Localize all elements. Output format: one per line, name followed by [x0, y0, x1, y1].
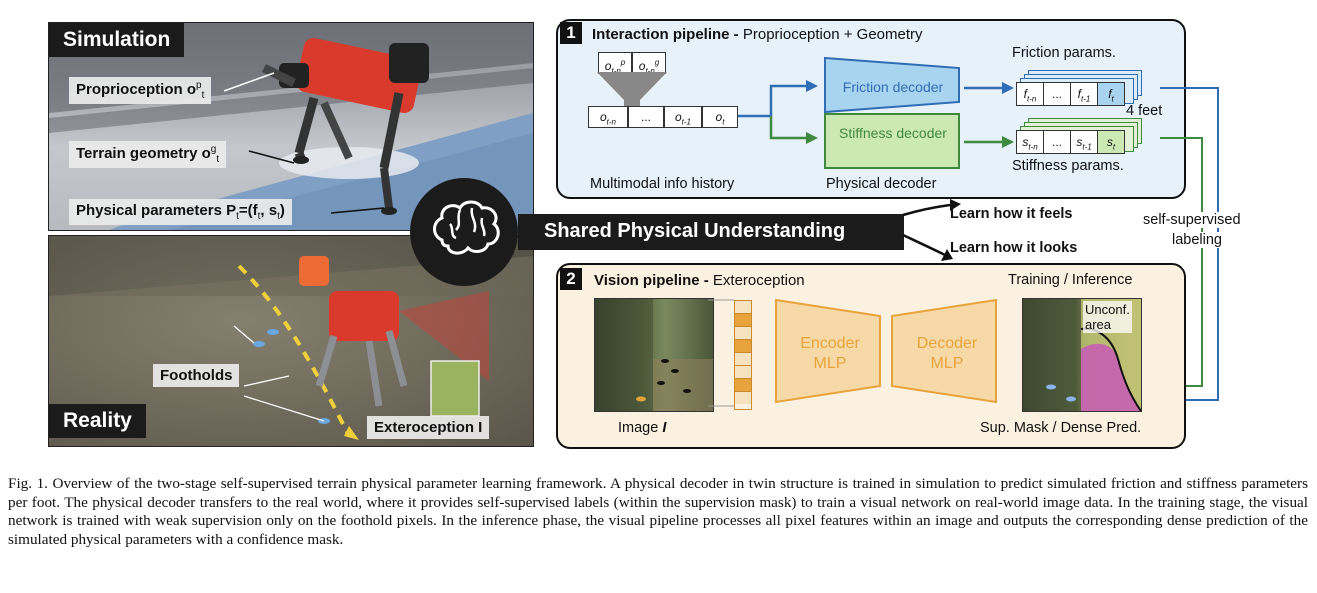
unconf-area-label: Unconf.area — [1083, 301, 1132, 333]
history-label: Multimodal info history — [590, 176, 735, 192]
input-image-footholds — [595, 299, 713, 411]
friction-cell-tn: ft-n — [1016, 82, 1044, 106]
proprioception-label: Proprioception opt — [69, 77, 212, 104]
reality-panel: Footholds Exteroception I Reality — [48, 235, 534, 447]
obs-proprioception-cell: ot-np — [598, 52, 632, 75]
simulation-title: Simulation — [49, 23, 185, 57]
history-cell-ellipsis: ... — [628, 106, 664, 128]
feature-column — [734, 300, 752, 410]
stiffness-decoder-label: Stiffness decoder — [839, 125, 947, 141]
output-prediction-image: Unconf.area — [1022, 298, 1142, 412]
stiffness-params-stack: st-n ... st-1 st — [1016, 118, 1156, 158]
learn-feels-label: Learn how it feels — [950, 206, 1073, 222]
vision-pipeline-title: Vision pipeline - Exteroception — [594, 272, 805, 289]
stiffness-params-label: Stiffness params. — [1012, 158, 1124, 174]
stiffness-cell-t1: st-1 — [1070, 130, 1098, 154]
image-label: Image I — [618, 420, 667, 436]
history-cell-t: ot — [702, 106, 738, 128]
vision-pipeline-number: 2 — [560, 268, 582, 290]
stiffness-cell-t: st — [1097, 130, 1125, 154]
self-supervised-label: self-supervised — [1143, 212, 1241, 228]
interaction-pipeline-title: Interaction pipeline - Proprioception + … — [592, 26, 923, 43]
learn-looks-label: Learn how it looks — [950, 240, 1078, 256]
input-image — [594, 298, 714, 412]
brain-circle — [410, 178, 518, 286]
friction-params-label: Friction params. — [1012, 45, 1116, 61]
friction-cell-t1: ft-1 — [1070, 82, 1098, 106]
friction-cell-t: ft — [1097, 82, 1125, 106]
friction-params-stack: ft-n ... ft-1 ft — [1016, 70, 1156, 110]
stiffness-cell-tn: st-n — [1016, 130, 1044, 154]
terrain-geometry-label: Terrain geometry ogt — [69, 141, 227, 168]
physical-parameters-label: Physical parameters Pt=(ft, st) — [69, 199, 292, 225]
sup-mask-label: Sup. Mask / Dense Pred. — [980, 420, 1142, 436]
friction-decoder-label: Friction decoder — [842, 79, 944, 95]
learn-arrows — [902, 199, 961, 261]
friction-cell-ellipsis: ... — [1043, 82, 1071, 106]
simulation-panel: Simulation Proprioception opt Terrain ge… — [48, 22, 534, 231]
figure-caption: Fig. 1. Overview of the two-stage self-s… — [8, 475, 1308, 548]
feature-projection-lines — [708, 299, 734, 407]
physical-decoder-label: Physical decoder — [826, 176, 937, 192]
training-inference-label: Training / Inference — [1008, 272, 1133, 288]
obs-geometry-cell: ot-ng — [632, 52, 666, 75]
exteroception-label: Exteroception I — [367, 416, 490, 439]
friction-decoder-shape — [824, 56, 960, 114]
four-feet-label: 4 feet — [1126, 103, 1163, 119]
footholds-label: Footholds — [153, 364, 240, 387]
encoder-shape — [775, 298, 881, 404]
interaction-pipeline-number: 1 — [560, 22, 582, 44]
labeling-label: labeling — [1172, 232, 1222, 248]
stiffness-cell-ellipsis: ... — [1043, 130, 1071, 154]
shared-understanding-banner: Shared Physical Understanding — [518, 214, 904, 250]
merge-arrow — [597, 72, 667, 106]
decoder-output-arrows — [964, 82, 1014, 148]
decoder-branch-arrows — [738, 80, 818, 144]
history-cell-t1: ot-1 — [664, 106, 702, 128]
decoder-shape — [891, 298, 997, 404]
brain-icon — [433, 200, 500, 255]
shared-understanding-label: Shared Physical Understanding — [544, 220, 846, 242]
history-cell-tn: ot-n — [588, 106, 628, 128]
history-row: ot-n ... ot-1 ot — [588, 106, 758, 128]
stiffness-decoder-shape — [824, 113, 960, 169]
reality-title: Reality — [49, 404, 146, 438]
